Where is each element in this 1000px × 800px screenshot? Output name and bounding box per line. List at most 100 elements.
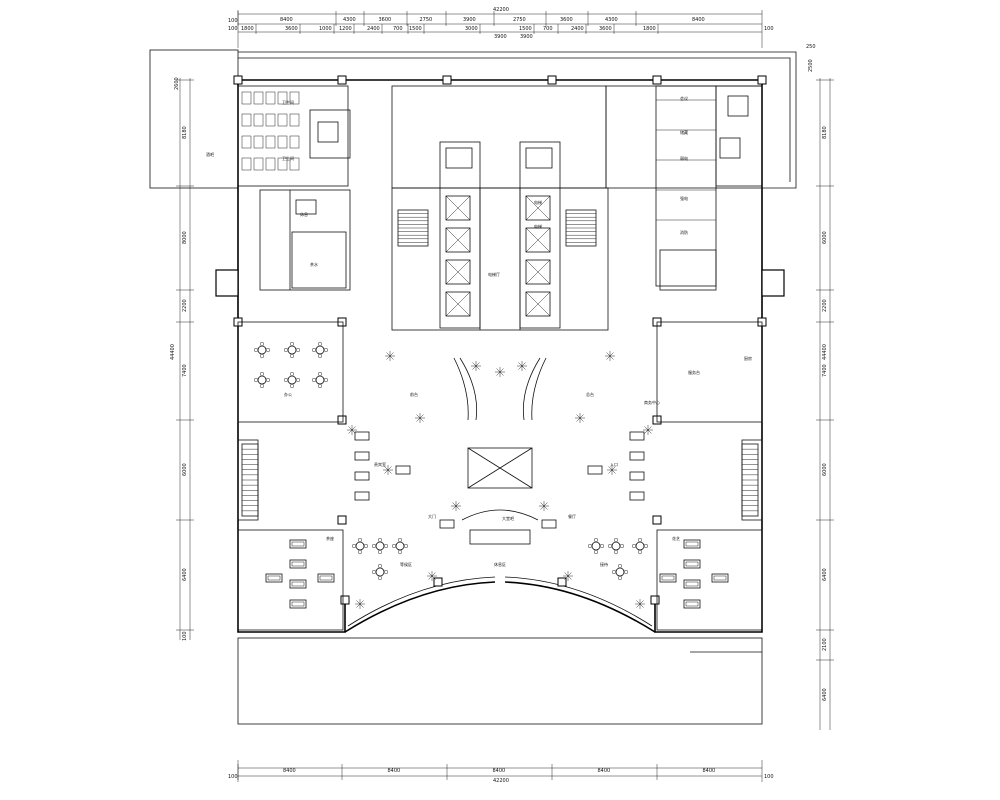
chair — [351, 543, 357, 549]
room-label: 餐厅 — [568, 513, 576, 519]
plant-leaf — [384, 469, 389, 474]
lobby-seat — [541, 519, 557, 529]
chair — [311, 347, 317, 353]
plant-leaf — [576, 417, 581, 422]
lobby-seat — [629, 451, 645, 461]
column — [433, 577, 443, 587]
chair — [253, 347, 259, 353]
plant-leaf — [518, 365, 523, 370]
lobby-seat — [354, 451, 370, 461]
left-total-dim: 44400 — [170, 344, 176, 360]
chair — [631, 543, 637, 549]
plant-leaf — [567, 575, 572, 580]
lobby-seat — [354, 431, 370, 441]
plant-leaf — [608, 469, 613, 474]
wc-stall — [289, 113, 300, 127]
chair — [623, 569, 629, 575]
top-dim-label: 2750 — [513, 17, 526, 23]
top-row2-dim: 1500 — [519, 26, 532, 32]
top-dim-label: 3900 — [463, 17, 476, 23]
plant-leaf — [359, 603, 364, 608]
plant-leaf — [475, 362, 480, 367]
round-table — [375, 567, 385, 577]
chair — [317, 383, 323, 389]
room-label: 商务中心 — [644, 399, 660, 405]
bottom-edge-dim-left: 100 — [228, 774, 238, 780]
chair — [643, 543, 649, 549]
wc-stall — [253, 113, 264, 127]
chair — [371, 543, 377, 549]
lobby-seat — [354, 471, 370, 481]
right-dim-label: 6000 — [822, 463, 828, 476]
top-row2-dim: 2400 — [571, 26, 584, 32]
wc-stall — [241, 135, 252, 149]
chair — [619, 543, 625, 549]
sofa-cushion — [661, 575, 675, 581]
plant-leaf — [639, 600, 644, 605]
chair — [357, 549, 363, 555]
plant-leaf — [543, 505, 548, 510]
left-dim-label: 6000 — [182, 463, 188, 476]
round-table — [615, 567, 625, 577]
sofa-cushion — [291, 561, 305, 567]
wc-stall — [277, 91, 288, 105]
room-label: 总台 — [586, 391, 594, 397]
top-row2-dim: 1000 — [319, 26, 332, 32]
sofa-cushion — [291, 601, 305, 607]
small-dim-a: 250 — [806, 44, 816, 50]
elevator-shaft — [525, 291, 551, 317]
room-label: 会议 — [680, 95, 688, 101]
elevator-shaft — [525, 227, 551, 253]
top-dim-label: 3600 — [379, 17, 392, 23]
chair — [617, 563, 623, 569]
small-dim-b: 2500 — [808, 59, 814, 72]
bottom-dim-label: 8400 — [388, 768, 401, 774]
plant-leaf — [351, 429, 356, 434]
sofa — [289, 579, 307, 589]
plant-leaf — [428, 575, 433, 580]
room-label: 休息 — [300, 211, 308, 217]
wc-stall — [241, 91, 252, 105]
left-dim-label: 7400 — [182, 364, 188, 377]
plant-leaf — [472, 362, 477, 367]
room-label: 等候区 — [400, 561, 412, 567]
chair — [259, 341, 265, 347]
room-label: 电梯 — [534, 223, 542, 229]
round-table — [257, 345, 267, 355]
wc-stall — [253, 91, 264, 105]
chair — [611, 569, 617, 575]
chair — [607, 543, 613, 549]
room-label: 花艺 — [672, 535, 680, 541]
round-table — [257, 375, 267, 385]
top-row2-dim: 2400 — [367, 26, 380, 32]
top-row2-dim: 3600 — [599, 26, 612, 32]
room-label: 服务台 — [688, 369, 700, 375]
top-row2-dim: 1800 — [241, 26, 254, 32]
lobby-seat — [629, 491, 645, 501]
wc-stall — [265, 157, 276, 171]
right-dim-label: 2200 — [822, 299, 828, 312]
chair — [289, 341, 295, 347]
top-center-dim-2: 3900 — [520, 34, 533, 40]
sofa-cushion — [267, 575, 281, 581]
column — [233, 75, 243, 85]
lobby-seat — [587, 465, 603, 475]
lobby-seat — [439, 519, 455, 529]
sofa-cushion — [319, 575, 333, 581]
bottom-dim-label: 8400 — [283, 768, 296, 774]
room-label: 休息区 — [494, 561, 506, 567]
sofa — [289, 599, 307, 609]
bottom-edge-dim-right: 100 — [764, 774, 774, 780]
room-label: 大门 — [428, 513, 436, 519]
chair — [259, 371, 265, 377]
top-row2-dim: 700 — [393, 26, 403, 32]
room-label: 大堂吧 — [502, 515, 514, 521]
plant-leaf — [475, 365, 480, 370]
room-label: 贵宾室 — [374, 461, 386, 467]
building-walls — [215, 75, 785, 633]
wc-stall — [277, 157, 288, 171]
right-dim-label: 6000 — [822, 231, 828, 244]
column — [650, 595, 660, 605]
